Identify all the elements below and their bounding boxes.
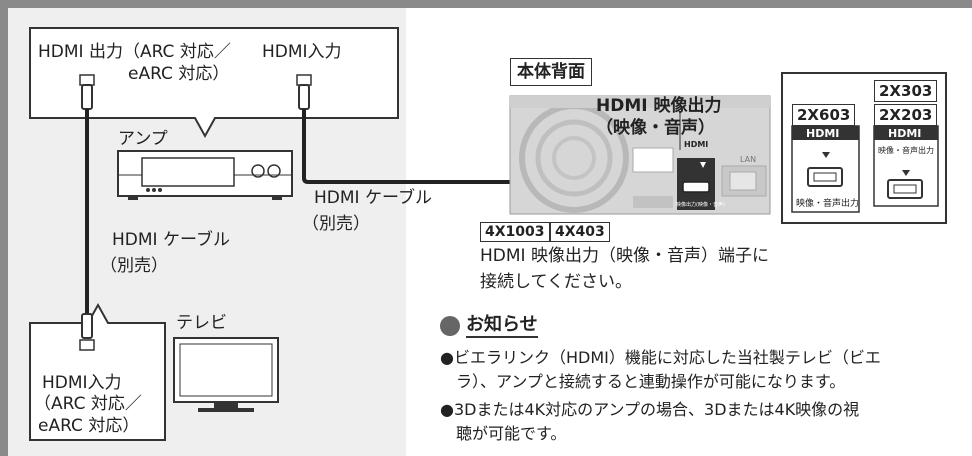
port-caption-603: 映像・音声出力 [796, 199, 860, 209]
top-frame-bar [0, 0, 972, 8]
model-2x603: 2X603 [792, 104, 856, 126]
amp-hdmi-out-label-cont: eARC 対応） [128, 64, 230, 84]
notice-bullet-2-cont: 聴が可能です。 [456, 424, 567, 443]
notice-bullet-1-cont: ラ）、アンプと接続すると連動操作が可能になります。 [456, 372, 846, 391]
left-cable-label: HDMI ケーブル [112, 230, 230, 250]
amp-hdmi-out-label: HDMI 出力（ARC 対応／ [38, 42, 231, 62]
middle-cable-label: HDMI ケーブル [314, 188, 432, 208]
hdmi-logo-203: HDMI [888, 127, 922, 140]
pencil-icon [440, 316, 460, 336]
hdmi-logo-603: HDMI [806, 127, 840, 140]
notice-bullet-2: ●3Dまたは4K対応のアンプの場合、3Dまたは4K映像の視 [440, 400, 860, 419]
model-port-comparison [781, 72, 947, 224]
amp-device [117, 150, 293, 200]
cable-amp-to-tv [79, 74, 95, 351]
hdmi-logo-panel: HDMI [684, 140, 709, 149]
player-rear-panel [509, 95, 771, 215]
tv-device [173, 337, 279, 412]
instruction-line-2: 接続してください。 [480, 272, 632, 292]
hdmi-output-label: HDMI 映像出力 [596, 96, 722, 116]
model-4x1003: 4X1003 [480, 222, 550, 242]
model-2x303: 2X303 [874, 80, 938, 102]
hdmi-output-label-2: （映像・音声） [596, 118, 715, 138]
notice-title: お知らせ [466, 314, 538, 338]
model-2x203: 2X203 [874, 104, 938, 126]
tv-hdmi-in-label-3: eARC 対応） [38, 416, 140, 436]
instruction-line-1: HDMI 映像出力（映像・音声）端子に [480, 246, 769, 266]
middle-cable-note: （別売） [302, 214, 370, 234]
port-caption-203: 映像・音声出力 [878, 146, 934, 155]
model-4x403: 4X403 [550, 222, 610, 242]
left-frame-bar [0, 0, 8, 456]
lan-label: LAN [740, 155, 757, 164]
tv-hdmi-in-label: HDMI入力 [42, 373, 122, 393]
port-caption-small: 映像出力(映像・音声) [676, 202, 725, 208]
notice-bullet-1: ●ビエラリンク（HDMI）機能に対応した当社製テレビ（ビエ [440, 348, 881, 367]
tv-label: テレビ [176, 313, 227, 333]
left-cable-note: （別売） [100, 256, 168, 276]
amp-hdmi-in-label: HDMI入力 [262, 42, 342, 62]
tv-hdmi-in-label-2: （ARC 対応／ [34, 394, 142, 414]
amp-label: アンプ [118, 129, 168, 149]
rear-panel-title: 本体背面 [510, 58, 592, 86]
